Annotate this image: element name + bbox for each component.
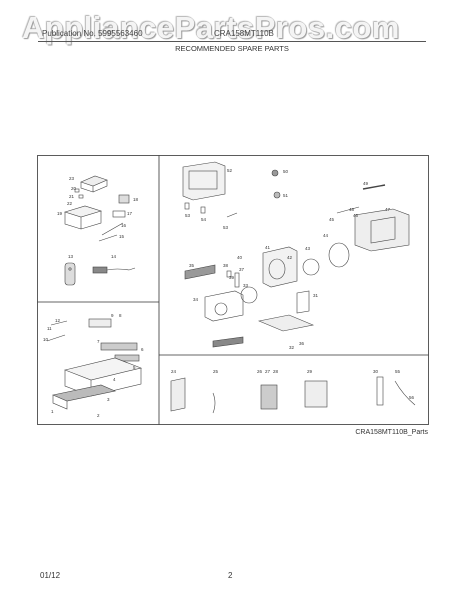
svg-text:6: 6 [141,347,144,352]
svg-text:13: 13 [68,254,74,259]
svg-text:27: 27 [265,369,271,374]
electrical-labels: 24 25 26 27 28 29 30 55 56 [171,369,415,400]
header-rule [38,41,426,42]
chassis-parts [182,161,410,348]
svg-text:51: 51 [283,193,289,198]
svg-text:33: 33 [243,283,249,288]
svg-text:45: 45 [329,217,335,222]
svg-text:46: 46 [353,213,359,218]
svg-text:14: 14 [111,254,117,259]
front-grille-labels: 12 11 10 9 8 7 6 5 4 3 2 1 [43,313,144,418]
svg-text:4: 4 [113,377,116,382]
control-box-parts [63,175,136,286]
svg-text:39: 39 [229,275,235,280]
svg-text:16: 16 [121,223,127,228]
svg-text:25: 25 [213,369,219,374]
svg-text:5: 5 [133,365,136,370]
svg-text:50: 50 [283,169,289,174]
svg-text:38: 38 [223,263,229,268]
svg-text:44: 44 [323,233,329,238]
svg-text:48: 48 [349,207,355,212]
parts-diagram: 23 20 21 22 19 18 17 16 15 13 14 12 11 1… [37,155,429,425]
svg-text:18: 18 [133,197,139,202]
model-number: CRA158MT110B [214,29,274,38]
svg-text:10: 10 [43,337,49,342]
svg-text:8: 8 [119,313,122,318]
svg-text:24: 24 [171,369,177,374]
svg-text:47: 47 [385,207,391,212]
svg-text:28: 28 [273,369,279,374]
svg-text:55: 55 [395,369,401,374]
svg-text:20: 20 [71,186,77,191]
chassis-labels: 52 50 51 53 54 53 49 48 46 47 45 44 43 4… [185,168,391,350]
svg-text:22: 22 [67,201,73,206]
svg-text:7: 7 [97,339,100,344]
publication-number: Publication No. 5995563460 [42,29,143,38]
svg-text:17: 17 [127,211,133,216]
svg-text:36: 36 [299,341,305,346]
svg-text:52: 52 [227,168,233,173]
svg-text:21: 21 [69,194,75,199]
svg-text:35: 35 [189,263,195,268]
svg-text:42: 42 [287,255,293,260]
svg-text:3: 3 [107,397,110,402]
svg-text:11: 11 [47,326,52,331]
diagram-frame [37,155,429,425]
svg-text:37: 37 [239,267,245,272]
svg-text:26: 26 [257,369,263,374]
svg-text:12: 12 [55,318,61,323]
svg-text:9: 9 [111,313,114,318]
page-title: RECOMMENDED SPARE PARTS [175,44,289,53]
svg-text:53: 53 [185,213,191,218]
svg-text:23: 23 [69,176,75,181]
svg-text:53: 53 [223,225,229,230]
control-box-labels: 23 20 21 22 19 18 17 16 15 13 14 [57,176,139,259]
svg-text:41: 41 [265,245,271,250]
svg-text:40: 40 [237,255,243,260]
svg-text:29: 29 [307,369,313,374]
svg-text:30: 30 [373,369,379,374]
svg-text:34: 34 [193,297,199,302]
svg-text:19: 19 [57,211,63,216]
svg-text:15: 15 [119,234,125,239]
page-number: 2 [228,571,233,580]
electrical-parts [170,376,416,414]
svg-text:49: 49 [363,181,369,186]
watermark: AppliancePartsPros.com [22,10,400,45]
svg-text:32: 32 [289,345,295,350]
svg-text:31: 31 [313,293,319,298]
svg-text:1: 1 [51,409,54,414]
front-grille-parts [46,318,143,410]
svg-text:54: 54 [201,217,207,222]
svg-text:56: 56 [409,395,415,400]
svg-text:43: 43 [305,246,311,251]
diagram-caption: CRA158MT110B_Parts [355,429,428,436]
svg-text:2: 2 [97,413,100,418]
footer-date: 01/12 [40,571,61,580]
